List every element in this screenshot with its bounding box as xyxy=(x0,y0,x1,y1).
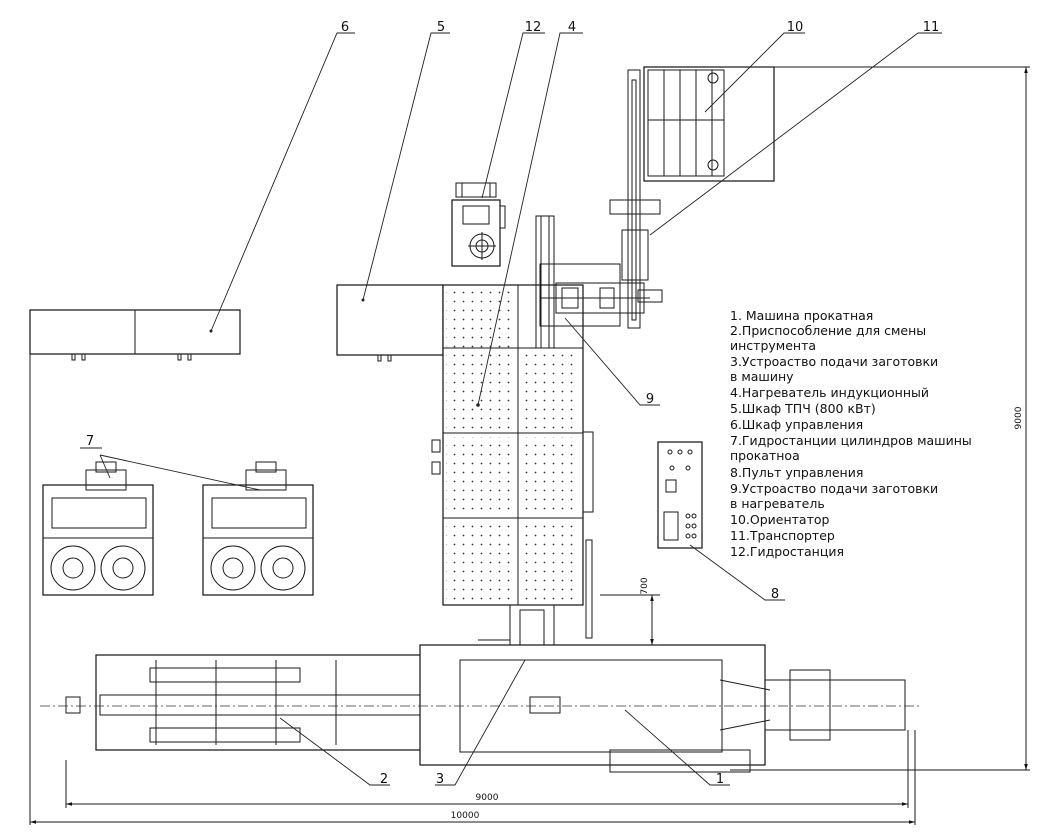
conveyor xyxy=(609,69,663,329)
legend-line: 1. Машина прокатная xyxy=(730,308,873,323)
callout-8: 8 xyxy=(771,587,779,602)
cylinder-hydraulic-unit-left xyxy=(42,461,154,596)
legend-line: 3.Устроаство подачи заготовки xyxy=(730,354,938,369)
legend-line: 11.Транспортер xyxy=(730,528,835,543)
dim-width-total: 10000 xyxy=(451,811,480,821)
tool-change-device xyxy=(65,654,427,751)
callout-7: 7 xyxy=(86,434,94,449)
legend-line: 12.Гидростанция xyxy=(730,544,844,559)
callout-12: 12 xyxy=(525,20,542,35)
legend-line: 8.Пульт управления xyxy=(730,465,863,480)
callout-2: 2 xyxy=(380,772,388,787)
callout-4: 4 xyxy=(568,20,576,35)
hydraulic-station xyxy=(451,182,506,267)
callout-11: 11 xyxy=(923,20,940,35)
callout-1: 1 xyxy=(716,772,724,787)
cylinder-hydraulic-unit-right xyxy=(202,461,314,596)
legend-line: 2.Приспособление для смены xyxy=(730,323,926,338)
legend-line: в машину xyxy=(730,369,794,384)
legend-line: 10.Ориентатор xyxy=(730,512,830,527)
control-desk xyxy=(657,441,703,549)
legend-line: 6.Шкаф управления xyxy=(730,417,863,432)
legend-line: 5.Шкаф ТПЧ (800 кВт) xyxy=(730,401,876,416)
legend-line: инструмента xyxy=(730,338,816,353)
rolling-machine xyxy=(419,644,906,773)
legend-line: прокатноа xyxy=(730,448,800,463)
induction-heater xyxy=(431,215,594,606)
leader-lines xyxy=(80,32,942,786)
callout-9: 9 xyxy=(646,392,654,407)
callout-10: 10 xyxy=(787,20,804,35)
dimension-lines xyxy=(29,66,1030,825)
dim-height-total: 9000 xyxy=(1014,406,1024,429)
callout-5: 5 xyxy=(437,20,445,35)
legend-line: 9.Устроаство подачи заготовки xyxy=(730,481,938,496)
legend-line: 7.Гидростанции цилиндров машины xyxy=(730,433,972,448)
hf-converter-cabinet xyxy=(336,284,444,362)
legend-line: в нагреватель xyxy=(730,496,825,511)
dim-offset: 700 xyxy=(640,577,650,594)
callout-3: 3 xyxy=(436,772,444,787)
orientator xyxy=(643,66,775,182)
callout-6: 6 xyxy=(341,20,349,35)
dim-width-inner: 9000 xyxy=(476,793,499,803)
heater-feeder xyxy=(539,263,650,327)
legend-line: 4.Нагреватель индукционный xyxy=(730,385,929,400)
control-cabinet xyxy=(29,309,241,361)
legend: 1. Машина прокатная 2.Приспособление для… xyxy=(730,308,972,559)
